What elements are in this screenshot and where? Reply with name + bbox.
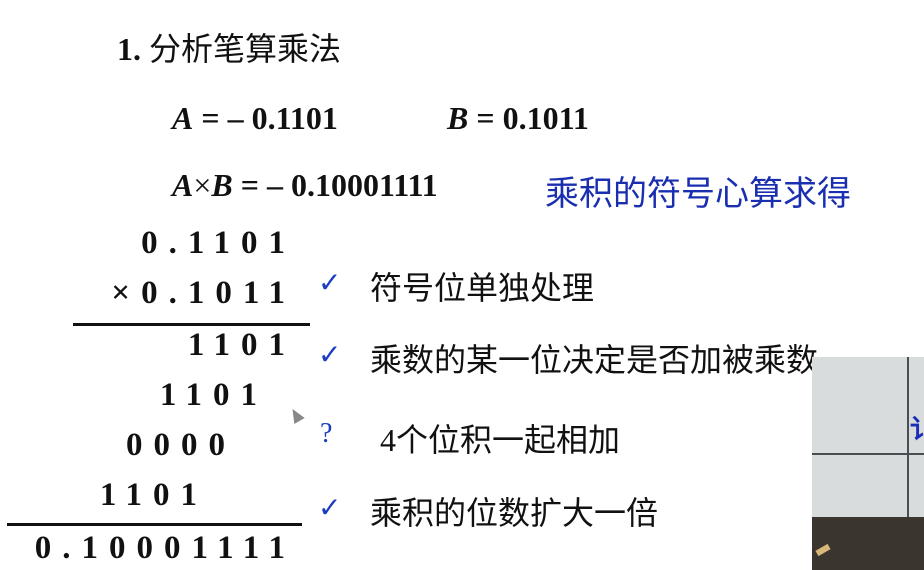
note-double-width: 乘积的位数扩大一倍: [370, 495, 659, 531]
partial-product-1: 1101: [187, 327, 296, 363]
result: 0.10001111: [34, 530, 296, 566]
given-a: A = – 0.1101: [172, 100, 338, 137]
partial-product-3: 0000: [126, 427, 236, 463]
given-b: B = 0.1011: [447, 100, 589, 137]
multiplier: ×0.1011: [111, 275, 296, 311]
question-icon: ?: [320, 418, 333, 449]
title-text: 分析笔算乘法: [149, 31, 342, 67]
check-icon: ✓: [318, 493, 342, 524]
desk-area: [812, 517, 924, 570]
product-sign-note: 乘积的符号心算求得: [545, 176, 851, 213]
sum-line-bottom: [7, 523, 302, 526]
title-number: 1.: [117, 31, 141, 67]
note-sign-bit: 符号位单独处理: [370, 270, 595, 306]
grid-line: [812, 453, 924, 455]
multiplicand: 0.1101: [141, 225, 296, 261]
var-b: B: [447, 100, 469, 136]
grid-line: [907, 357, 909, 517]
a-value: = – 0.1101: [193, 100, 338, 136]
product-value: = – 0.10001111: [232, 167, 438, 203]
webcam-video-overlay: 讠: [812, 357, 924, 570]
partial-product-2: 1101: [159, 377, 268, 413]
slide-title: 1. 分析笔算乘法: [117, 24, 341, 70]
b-value: = 0.1011: [468, 100, 589, 136]
sum-line-top: [73, 323, 310, 326]
var-a: A: [172, 100, 194, 136]
var-b: B: [211, 167, 233, 203]
check-icon: ✓: [318, 340, 342, 371]
partial-product-4: 1101: [99, 477, 208, 513]
mouse-cursor-icon: [287, 405, 305, 425]
video-blue-char: 讠: [910, 415, 924, 444]
times-sign: ×: [193, 167, 212, 203]
note-add-partials: 4个位积一起相加: [380, 422, 621, 458]
note-multiplier-bit: 乘数的某一位决定是否加被乘数: [370, 342, 819, 378]
product-equation: A×B = – 0.10001111: [172, 167, 438, 204]
check-icon: ✓: [318, 268, 342, 299]
var-a: A: [172, 167, 194, 203]
